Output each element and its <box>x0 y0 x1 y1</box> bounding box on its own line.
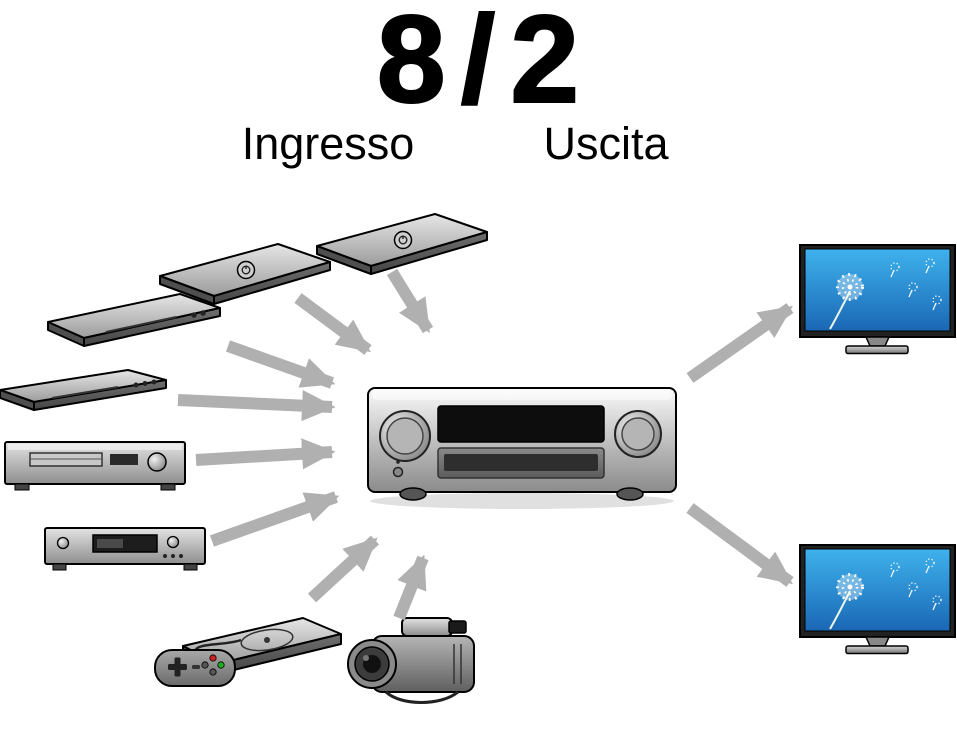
output-label: Uscita <box>543 118 669 169</box>
input-camcorder-icon <box>347 617 475 704</box>
arrow-input-5 <box>195 438 336 470</box>
io-ratio: 8/2 <box>0 0 957 123</box>
input-tape-deck-icon <box>44 527 206 571</box>
arrow-input-3 <box>225 340 336 389</box>
input-set-top-box-icon <box>47 293 221 347</box>
arrow-input-1 <box>386 268 434 334</box>
input-blu-ray-player-icon <box>0 369 167 411</box>
arrow-input-4 <box>177 390 336 422</box>
input-label: Ingresso <box>241 118 415 169</box>
arrow-input-7 <box>307 535 380 603</box>
signal-arrows <box>177 268 794 621</box>
input-slim-media-player-1-icon <box>316 213 488 275</box>
input-count: 8 <box>376 0 447 129</box>
ratio-separator: / <box>460 0 497 129</box>
arrow-output-1 <box>686 303 794 383</box>
av-receiver-icon <box>367 387 677 509</box>
input-game-console-icon <box>154 617 342 687</box>
input-cd-player-icon <box>4 441 186 491</box>
output-tv-monitor-2-icon <box>798 543 957 655</box>
output-tv-monitor-1-icon <box>798 243 957 355</box>
arrow-output-2 <box>686 503 794 587</box>
arrow-input-8 <box>393 554 429 621</box>
arrow-input-6 <box>209 491 340 547</box>
arrow-input-2 <box>294 293 372 355</box>
output-count: 2 <box>509 0 581 129</box>
